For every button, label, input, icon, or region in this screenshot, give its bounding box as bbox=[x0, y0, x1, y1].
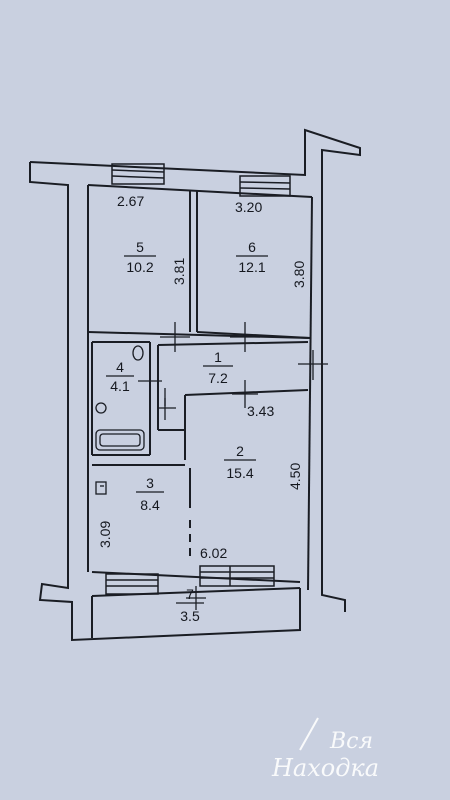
dimension-corridor: 3.43 bbox=[247, 403, 274, 419]
dimension-room-5-width: 2.67 bbox=[117, 193, 144, 209]
partitions bbox=[87, 190, 311, 560]
room-4-area: 4.1 bbox=[110, 378, 130, 394]
dimension-room-3-width: 3.09 bbox=[97, 521, 113, 548]
dimension-room-6-width: 3.20 bbox=[235, 199, 262, 215]
room-1-area: 7.2 bbox=[208, 370, 228, 386]
dimension-ticks bbox=[138, 322, 328, 610]
room-6-number: 6 bbox=[248, 239, 256, 255]
room-2-number: 2 bbox=[236, 443, 244, 459]
watermark-line-1: Вся bbox=[329, 729, 373, 754]
room-7-number: 7 bbox=[186, 586, 194, 602]
room-labels: 5 10.2 6 12.1 4 4.1 1 7.2 3 8.4 2 15.4 7… bbox=[106, 239, 268, 624]
window-room-5 bbox=[111, 163, 165, 185]
room-1-number: 1 bbox=[214, 349, 222, 365]
toilet-icon bbox=[132, 345, 144, 361]
outer-walls bbox=[29, 128, 361, 642]
room-3-number: 3 bbox=[146, 475, 154, 491]
room-7-area: 3.5 bbox=[180, 608, 200, 624]
dimension-room-2-depth: 4.50 bbox=[287, 463, 303, 490]
dimension-room-6-depth: 3.80 bbox=[291, 261, 307, 288]
watermark: Вся Находка bbox=[271, 717, 379, 782]
window-room-6 bbox=[239, 175, 291, 197]
bathtub-icon bbox=[95, 429, 145, 451]
window-balcony-right bbox=[199, 565, 275, 587]
dimension-total-width: 6.02 bbox=[200, 545, 227, 561]
room-3-area: 8.4 bbox=[140, 497, 160, 513]
room-2-area: 15.4 bbox=[226, 465, 253, 481]
fixtures bbox=[95, 345, 176, 495]
window-balcony-left bbox=[105, 573, 159, 595]
fixture-lines bbox=[158, 398, 176, 420]
dimension-labels: 2.67 3.20 3.81 3.80 3.43 4.50 3.09 6.02 bbox=[97, 193, 307, 561]
windows bbox=[105, 163, 291, 595]
room-5-number: 5 bbox=[136, 239, 144, 255]
room-5-area: 10.2 bbox=[126, 259, 153, 275]
dimension-room-5-depth: 3.81 bbox=[171, 258, 187, 285]
stove-icon bbox=[95, 481, 107, 495]
sink-icon bbox=[95, 402, 107, 414]
watermark-line-2: Находка bbox=[271, 754, 379, 782]
room-4-number: 4 bbox=[116, 359, 124, 375]
room-6-area: 12.1 bbox=[238, 259, 265, 275]
